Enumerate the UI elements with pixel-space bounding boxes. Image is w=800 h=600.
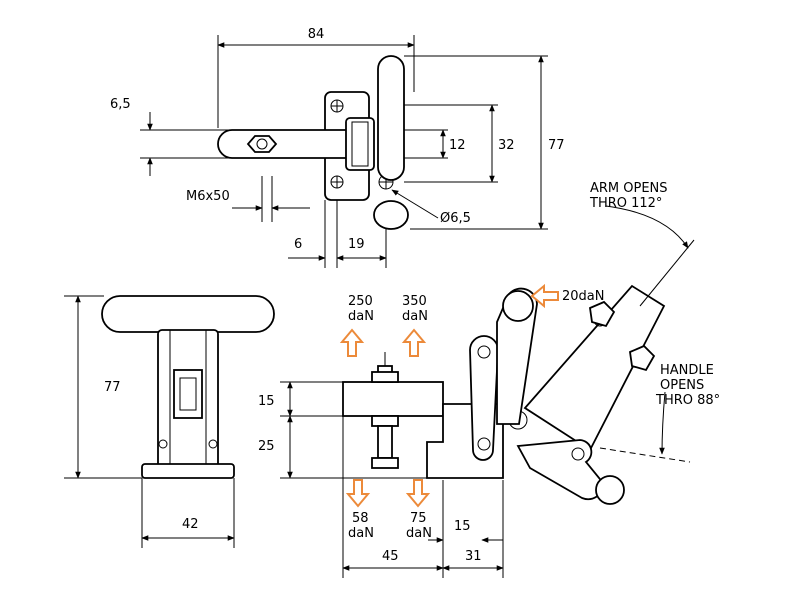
dim-31: 31 [465, 549, 482, 564]
front-base [141, 463, 235, 479]
arrow-up-250 [339, 328, 365, 357]
force-250: 250 [348, 294, 373, 309]
handle-open [516, 439, 605, 501]
dim-19: 19 [348, 237, 365, 252]
dim-15-bar: 15 [258, 394, 275, 409]
force-75-unit: daN [406, 526, 432, 541]
handle-opens-line2: OPENS [660, 378, 704, 393]
arrow-up-350 [401, 328, 427, 357]
force-75: 75 [410, 511, 427, 526]
dim-84: 84 [308, 27, 325, 42]
arm-open [523, 284, 666, 452]
arrow-down-75 [405, 479, 431, 508]
front-view: 77 42 [64, 295, 275, 548]
spindle-tip [371, 457, 399, 469]
dim-45: 45 [382, 549, 399, 564]
dim-hole: Ø6,5 [440, 211, 471, 226]
handle-opens-line3: THRO 88° [655, 393, 720, 408]
top-handle [377, 55, 405, 181]
top-arm [217, 129, 351, 159]
spindle [377, 425, 393, 459]
side-view: 15 25 45 31 15 [258, 205, 695, 578]
dim-77-top: 77 [548, 138, 565, 153]
arrow-down-58 [345, 479, 371, 508]
hex-nut [246, 135, 278, 153]
lower-nut [371, 415, 399, 427]
arm-opens-line2: THRO 112° [589, 196, 662, 211]
dim-42: 42 [182, 517, 199, 532]
handle-opens-line1: HANDLE [660, 363, 714, 378]
side-link [469, 335, 499, 461]
arrow-left-20 [530, 283, 559, 309]
dim-25-bar: 25 [258, 439, 275, 454]
force-arrows [339, 283, 559, 508]
front-spindle-block [173, 369, 203, 419]
force-250-unit: daN [348, 309, 374, 324]
clamp-bar [342, 381, 444, 417]
front-handle [101, 295, 275, 333]
dim-m6x50: M6x50 [186, 189, 230, 204]
force-350: 350 [402, 294, 427, 309]
handle-closed-grip [502, 290, 534, 322]
force-350-unit: daN [402, 309, 428, 324]
top-view: 84 6,5 12 32 77 M6x50 Ø6,5 [110, 27, 565, 268]
dim-6: 6 [294, 237, 302, 252]
force-58-unit: daN [348, 526, 374, 541]
dim-6-5: 6,5 [110, 97, 131, 112]
dim-32: 32 [498, 138, 515, 153]
dim-12: 12 [449, 138, 466, 153]
upper-nut [371, 371, 399, 383]
pivot-block [345, 117, 375, 171]
arm-opens-line1: ARM OPENS [590, 181, 668, 196]
arm-open-nut [589, 300, 616, 328]
force-58: 58 [352, 511, 369, 526]
dim-15-base: 15 [454, 519, 471, 534]
force-20: 20daN [562, 289, 605, 304]
dim-77-front: 77 [104, 380, 121, 395]
handle-grip-end [373, 200, 409, 230]
handle-open-grip [595, 475, 625, 505]
